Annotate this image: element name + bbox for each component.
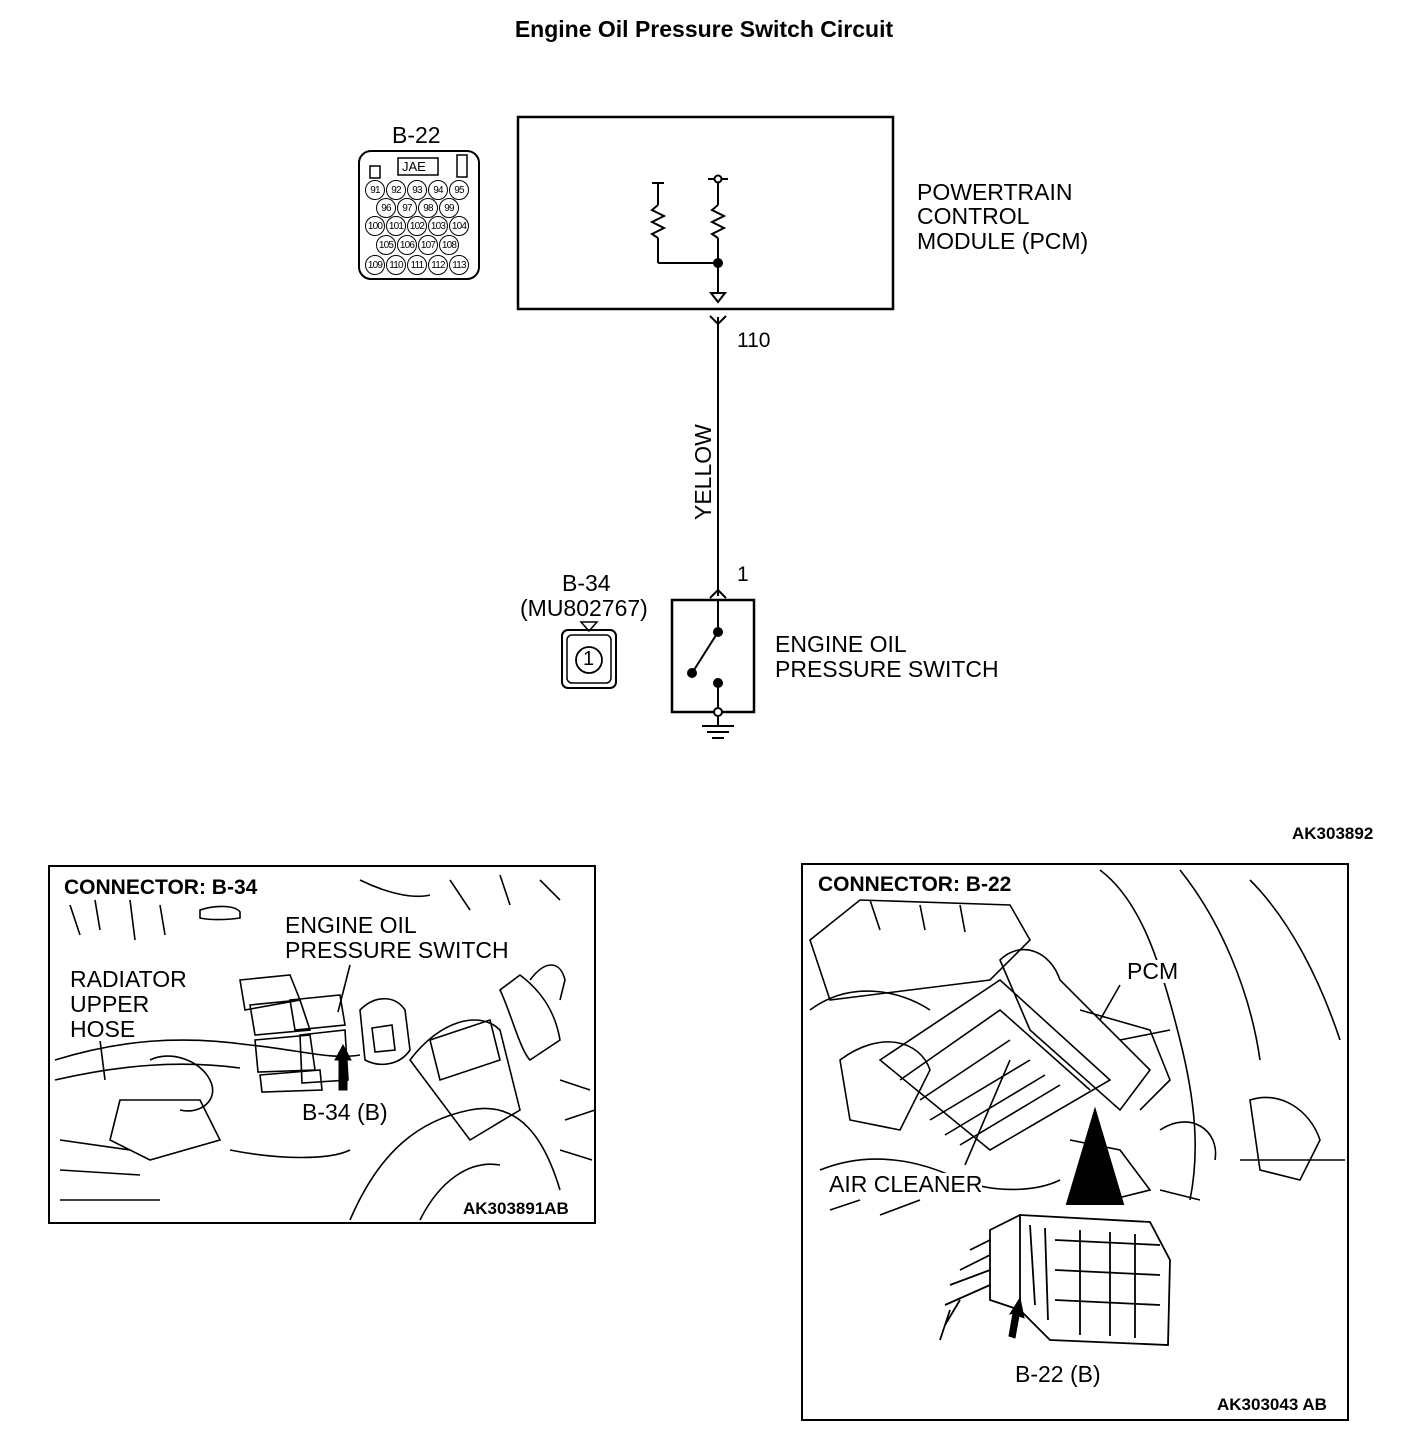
switch-label-line-1: ENGINE OIL — [775, 631, 907, 657]
b22-pin: 98 — [418, 198, 438, 218]
b22-pin: 112 — [428, 255, 448, 275]
b22-pin-row-4: 105 106 107 108 — [376, 235, 459, 255]
b22-pin-row-2: 96 97 98 99 — [376, 198, 459, 218]
b22-pin: 96 — [376, 198, 396, 218]
b22-pin: 91 — [365, 180, 385, 200]
inset-b34-heading: CONNECTOR: B-34 — [62, 876, 260, 899]
inset-b22-connector-callout: B-22 (B) — [1015, 1361, 1101, 1387]
pcm-label-line-1: POWERTRAIN — [917, 179, 1073, 205]
pcm-label-line-2: CONTROL — [917, 203, 1030, 229]
inset-b34-code: AK303891AB — [463, 1199, 569, 1218]
b22-pin: 94 — [428, 180, 448, 200]
b22-pin: 99 — [439, 198, 459, 218]
inset-b22-pcm-callout: PCM — [1127, 958, 1179, 984]
inset-b34-switch-callout-line-2: PRESSURE SWITCH — [285, 937, 509, 963]
b22-pin: 104 — [449, 216, 469, 236]
inset-b34-hose-callout-line-2: UPPER — [70, 991, 150, 1017]
inset-b34-hose-callout-line-3: HOSE — [70, 1016, 136, 1042]
oil-pressure-switch-symbol — [670, 598, 756, 739]
b22-pin-row-5: 109 110 111 112 113 — [365, 255, 469, 275]
b22-pin: 108 — [439, 235, 459, 255]
b22-pin-row-3: 100 101 102 103 104 — [365, 216, 469, 236]
b34-pin-number: 1 — [583, 648, 595, 670]
b22-pin: 102 — [407, 216, 427, 236]
inset-b34-connector-callout: B-34 (B) — [302, 1099, 388, 1125]
b22-pin: 113 — [449, 255, 469, 275]
b22-pin: 110 — [386, 255, 406, 275]
pcm-box — [516, 115, 895, 311]
b22-pin-row-1: 91 92 93 94 95 — [365, 180, 469, 200]
b22-pin: 106 — [397, 235, 417, 255]
b22-pin: 111 — [407, 255, 427, 275]
switch-terminal-number: 1 — [737, 563, 749, 586]
b22-pin: 92 — [386, 180, 406, 200]
b22-maker-label: JAE — [402, 159, 426, 174]
b22-pin: 97 — [397, 198, 417, 218]
inset-b22-heading: CONNECTOR: B-22 — [816, 873, 1014, 896]
b22-pin: 101 — [386, 216, 406, 236]
b22-pin: 107 — [418, 235, 438, 255]
pcm-internal-circuit — [649, 174, 728, 304]
b22-pin: 105 — [376, 235, 396, 255]
b22-pin: 109 — [365, 255, 385, 275]
pcm-label-line-3: MODULE (PCM) — [917, 228, 1089, 254]
b22-pin: 103 — [428, 216, 448, 236]
switch-label-line-2: PRESSURE SWITCH — [775, 656, 999, 682]
inset-b22-air-cleaner-callout: AIR CLEANER — [829, 1171, 983, 1197]
b34-connector-face — [561, 621, 617, 689]
b22-connector-face — [358, 150, 480, 280]
diagram-title: Engine Oil Pressure Switch Circuit — [514, 16, 894, 42]
b22-connector-name: B-22 — [392, 122, 441, 148]
b22-pin: 93 — [407, 180, 427, 200]
inset-b22-drawing — [801, 863, 1349, 1421]
inset-b34-hose-callout-line-1: RADIATOR — [70, 966, 187, 992]
inset-b34-switch-callout-line-1: ENGINE OIL — [285, 912, 417, 938]
figure-code: AK303892 — [1292, 824, 1374, 843]
b22-pin: 100 — [365, 216, 385, 236]
pcm-terminal-number: 110 — [737, 329, 771, 352]
b22-pin: 95 — [449, 180, 469, 200]
inset-b22-code: AK303043 AB — [1217, 1395, 1327, 1414]
b34-part-number: (MU802767) — [520, 595, 648, 621]
inset-b34-drawing — [48, 865, 596, 1224]
yellow-wire — [709, 315, 727, 599]
wire-color-label: YELLOW — [690, 424, 716, 520]
b34-connector-name: B-34 — [562, 570, 611, 596]
